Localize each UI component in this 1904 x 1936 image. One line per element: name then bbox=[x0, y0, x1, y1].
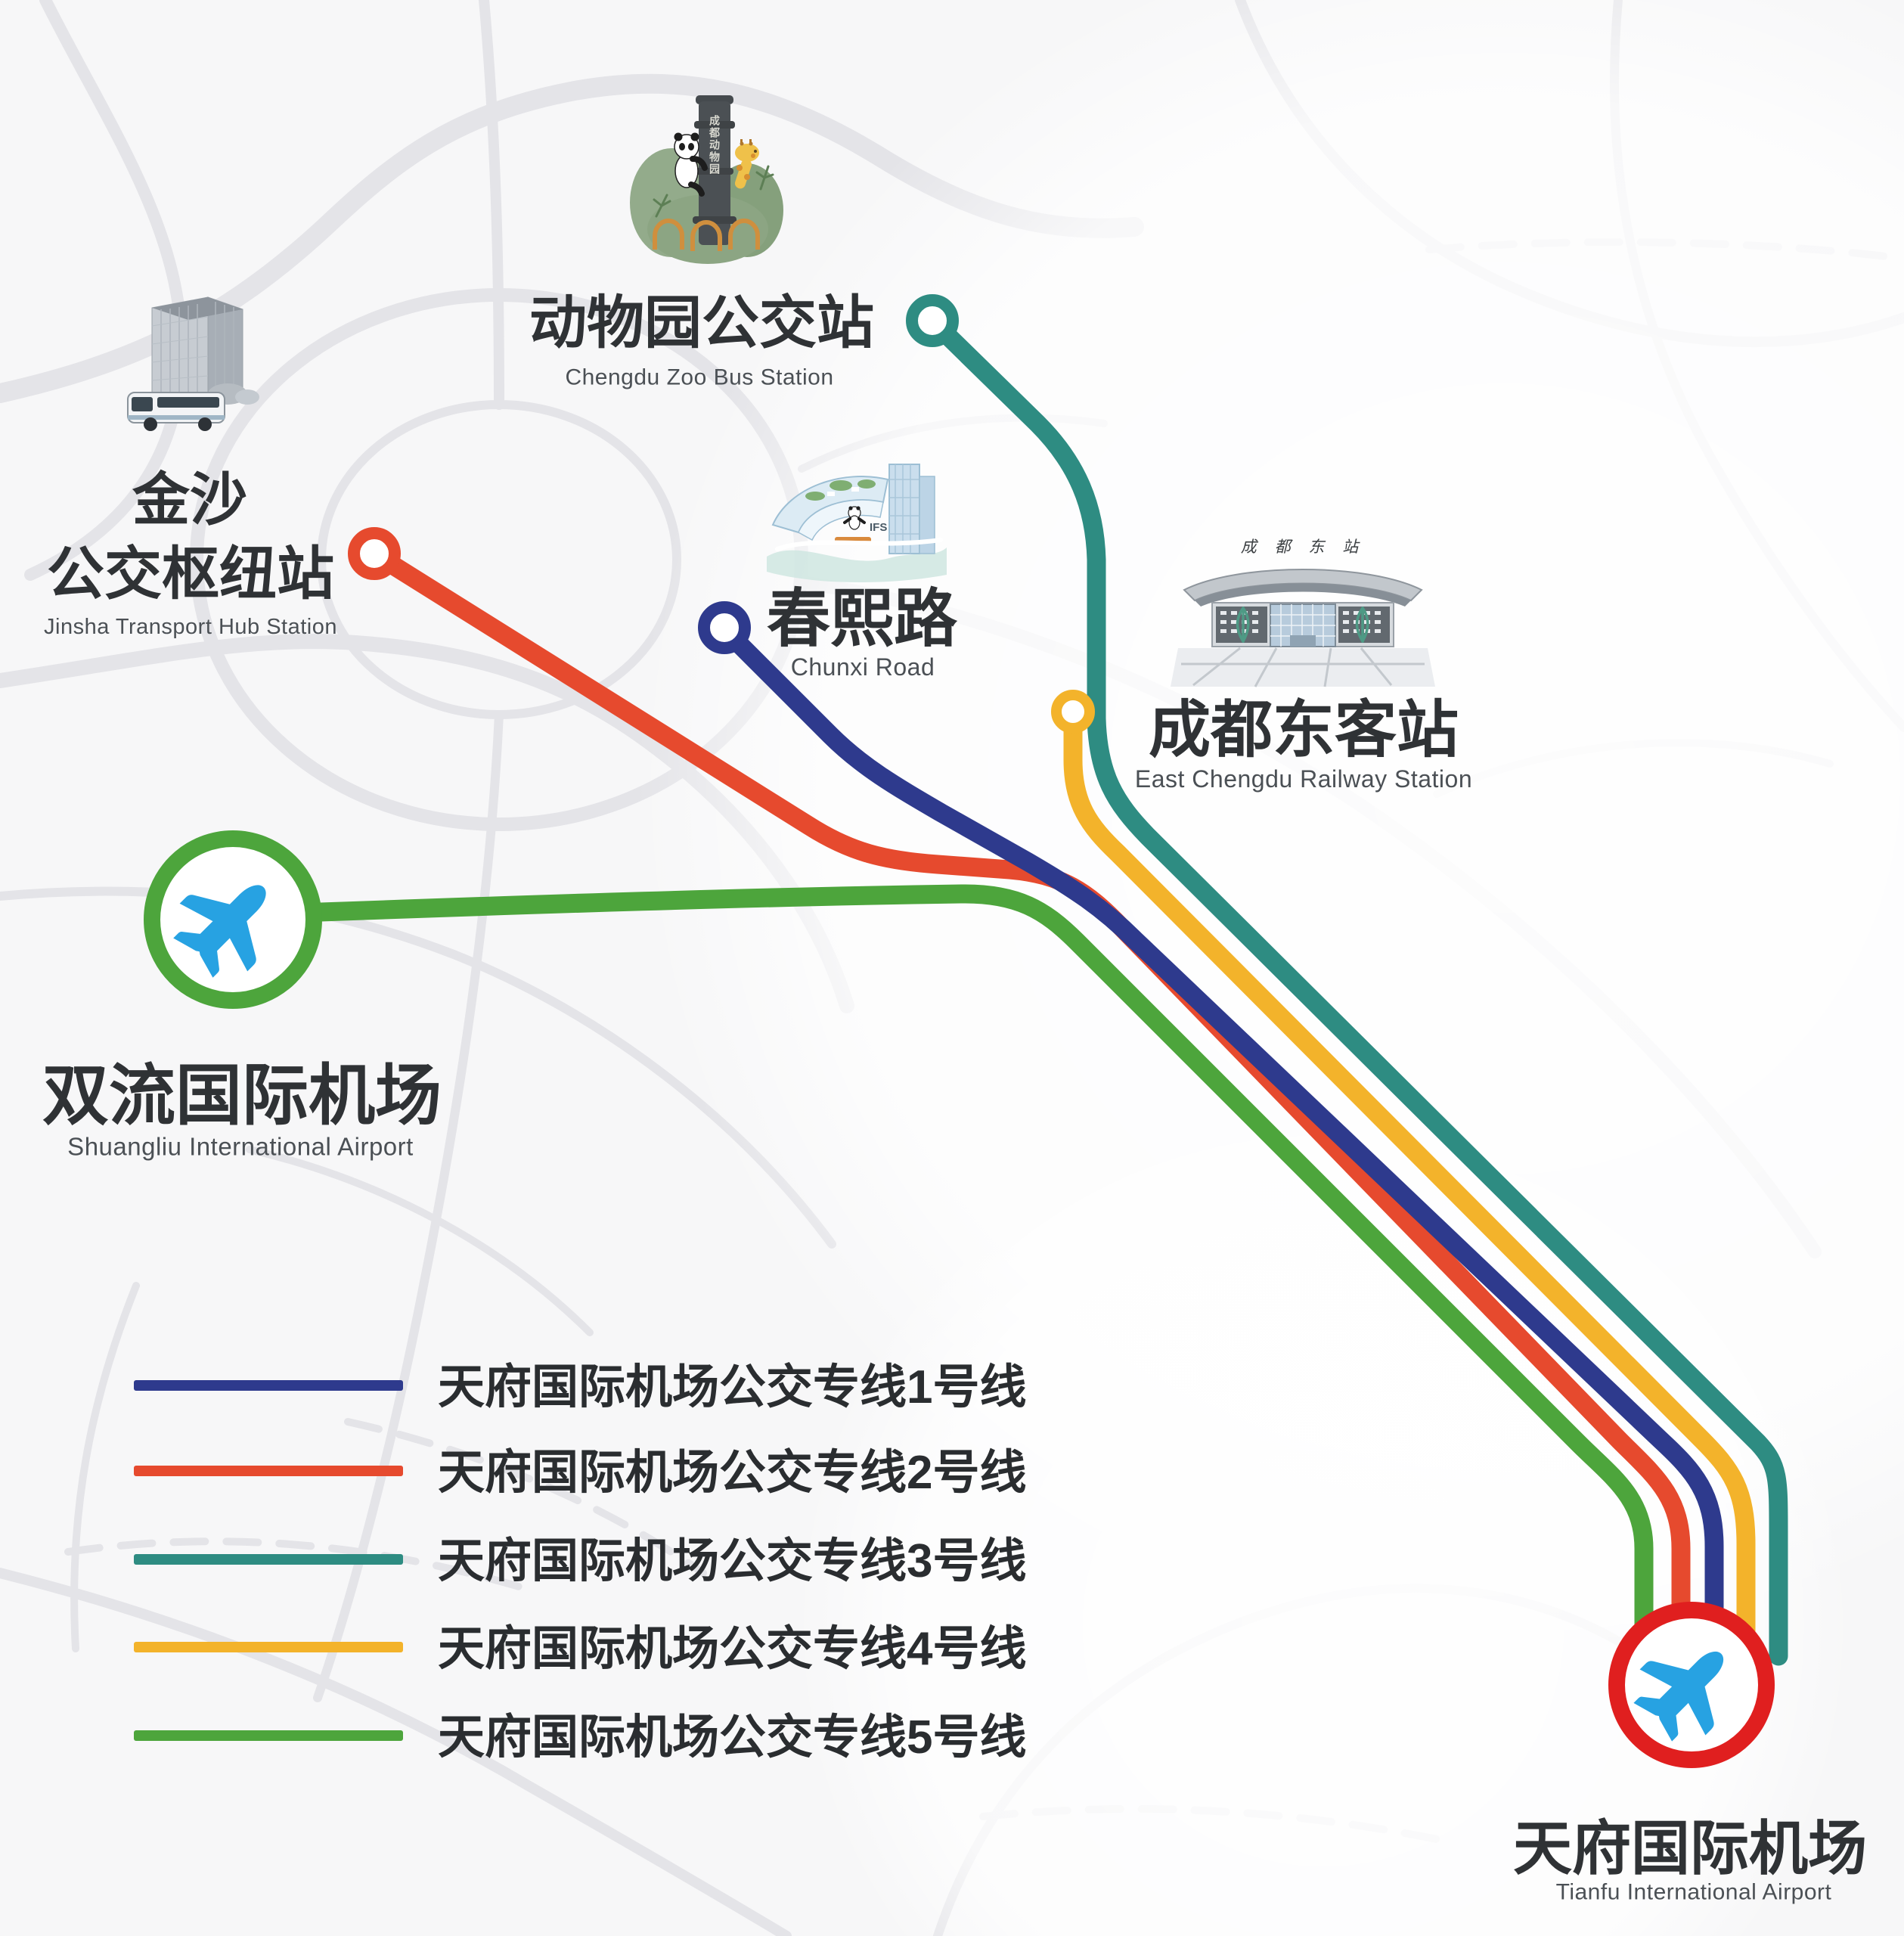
shuangliu-airport-label-en: Shuangliu International Airport bbox=[67, 1132, 414, 1161]
zoo-station-marker bbox=[906, 294, 959, 347]
legend-swatch-line3 bbox=[134, 1554, 403, 1565]
chunxi-illustration: IFS bbox=[762, 452, 950, 587]
legend-row-line1: 天府国际机场公交专线1号线 bbox=[134, 1351, 1026, 1419]
legend-label-line5: 天府国际机场公交专线5号线 bbox=[438, 1711, 1027, 1764]
legend-row-line4: 天府国际机场公交专线4号线 bbox=[134, 1613, 1026, 1681]
bus-figure bbox=[127, 392, 225, 431]
shuangliu-airport-marker bbox=[144, 830, 322, 1009]
legend-label-line2: 天府国际机场公交专线2号线 bbox=[438, 1447, 1027, 1499]
legend-label-line1: 天府国际机场公交专线1号线 bbox=[438, 1361, 1027, 1413]
chunxi-station-marker bbox=[698, 601, 751, 654]
chunxi-station-label-zh: 春熙路 bbox=[766, 582, 958, 654]
legend-swatch-line4 bbox=[134, 1642, 403, 1652]
east-station-label-zh: 成都东客站 bbox=[1148, 695, 1459, 765]
line-1-path bbox=[715, 619, 1724, 1643]
climbing-panda bbox=[843, 506, 866, 530]
giraffe-figure bbox=[734, 139, 759, 189]
zoo-station-label-en: Chengdu Zoo Bus Station bbox=[565, 365, 834, 390]
jinsha-station-label-zh-line2: 公交枢纽站 bbox=[47, 542, 334, 607]
line-5-path bbox=[311, 884, 1654, 1645]
legend-label-line3: 天府国际机场公交专线3号线 bbox=[438, 1535, 1027, 1587]
legend-row-line2: 天府国际机场公交专线2号线 bbox=[134, 1437, 1026, 1505]
legend-label-line4: 天府国际机场公交专线4号线 bbox=[438, 1623, 1027, 1675]
legend-swatch-line1 bbox=[134, 1380, 403, 1391]
chunxi-station-label-en: Chunxi Road bbox=[790, 653, 935, 681]
east-station-sign: 成 都 东 站 bbox=[1241, 538, 1366, 556]
panda-figure bbox=[674, 132, 708, 197]
legend-swatch-line5 bbox=[134, 1730, 403, 1741]
east-railway-illustration: 成 都 东 站 bbox=[1171, 529, 1435, 688]
tianfu-airport-label-zh: 天府国际机场 bbox=[1512, 1815, 1868, 1882]
east-station-marker bbox=[1051, 690, 1095, 734]
shuangliu-airport-label-zh: 双流国际机场 bbox=[42, 1057, 442, 1133]
line-3-path bbox=[923, 311, 1788, 1666]
zoo-fence bbox=[653, 219, 760, 251]
jinsha-station-label-en: Jinsha Transport Hub Station bbox=[44, 614, 337, 639]
legend-row-line3: 天府国际机场公交专线3号线 bbox=[134, 1525, 1026, 1593]
legend-row-line5: 天府国际机场公交专线5号线 bbox=[134, 1702, 1026, 1770]
legend-swatch-line2 bbox=[134, 1466, 403, 1476]
ifs-sign: IFS bbox=[870, 521, 887, 534]
jinsha-station-marker bbox=[348, 527, 401, 580]
tianfu-airport-marker bbox=[1608, 1602, 1775, 1768]
jinsha-illustration bbox=[123, 290, 259, 435]
zoo-station-label-zh: 动物园公交站 bbox=[529, 291, 874, 356]
east-station-label-en: East Chengdu Railway Station bbox=[1134, 765, 1473, 793]
background-highlight-circle-2 bbox=[794, 1097, 1853, 1936]
zoo-illustration: 成都动物园 bbox=[626, 89, 789, 267]
zoo-monument-sign: 成都动物园 bbox=[709, 114, 721, 175]
jinsha-station-label-zh-line1: 金沙 bbox=[132, 468, 247, 533]
phoenix-motif-left bbox=[1236, 607, 1250, 643]
line-4-path bbox=[1063, 701, 1756, 1642]
phoenix-motif-right bbox=[1355, 607, 1369, 643]
tianfu-airport-label-en: Tianfu International Airport bbox=[1555, 1879, 1832, 1905]
